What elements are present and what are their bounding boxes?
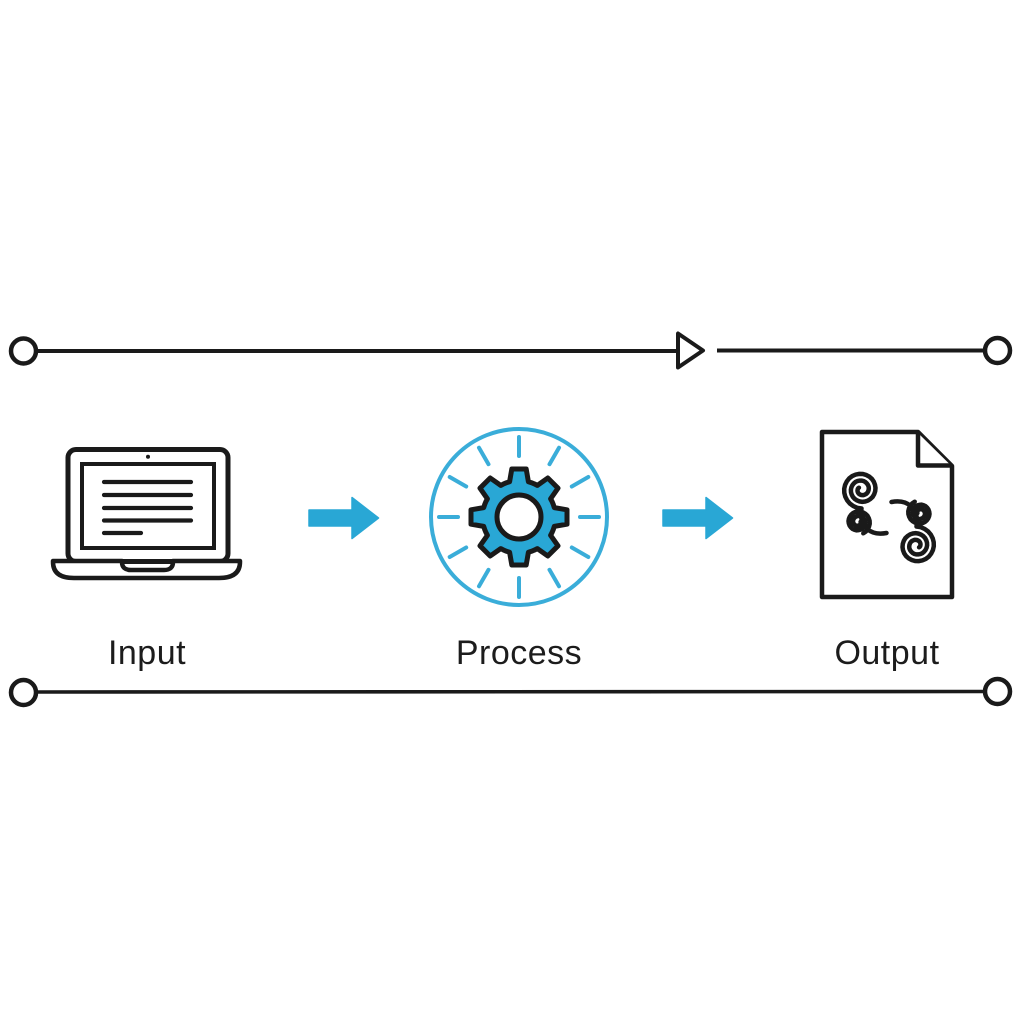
top-line-right-node xyxy=(982,335,1013,366)
bottom-line-left-node xyxy=(8,677,39,708)
document-folded-corner xyxy=(915,433,951,468)
stage-label-input: Input xyxy=(107,634,187,672)
bottom-line-right-node xyxy=(982,676,1013,707)
document-swirl-flourishes xyxy=(841,471,937,564)
gear-center-hole xyxy=(494,492,544,542)
gear-rays xyxy=(437,435,601,599)
laptop-webcam-dot xyxy=(146,454,150,459)
laptop-screen-text-lines xyxy=(101,479,194,536)
swirl-bottom-right-small xyxy=(906,499,932,526)
swirl-top-left-small xyxy=(846,509,872,536)
top-line-left-node xyxy=(8,336,39,366)
bottom-connector-line xyxy=(8,676,1013,708)
gear-ray xyxy=(569,475,591,489)
stage-label-process: Process xyxy=(455,634,583,672)
process-circle-outline xyxy=(429,427,609,607)
stage-label-output: Output xyxy=(834,634,940,672)
gear-ray xyxy=(547,445,561,467)
swirl-bottom-right-group xyxy=(889,499,937,564)
gear-ray xyxy=(569,545,591,559)
open-triangle-arrow-icon xyxy=(676,331,705,370)
gear-ray xyxy=(447,545,469,559)
document-icon xyxy=(819,429,955,600)
flow-arrow-right-icon-2 xyxy=(662,496,734,540)
top-connector-line xyxy=(8,331,1013,370)
bottom-line-segment xyxy=(36,689,985,694)
gear-ray xyxy=(547,567,561,589)
gear-icon xyxy=(429,427,609,607)
laptop-icon xyxy=(50,447,243,581)
laptop-base xyxy=(50,558,243,581)
gear-ray xyxy=(477,445,491,467)
gear-ray xyxy=(477,567,491,589)
flow-arrow-right-icon-1 xyxy=(308,496,380,540)
gear-ray xyxy=(447,475,469,489)
